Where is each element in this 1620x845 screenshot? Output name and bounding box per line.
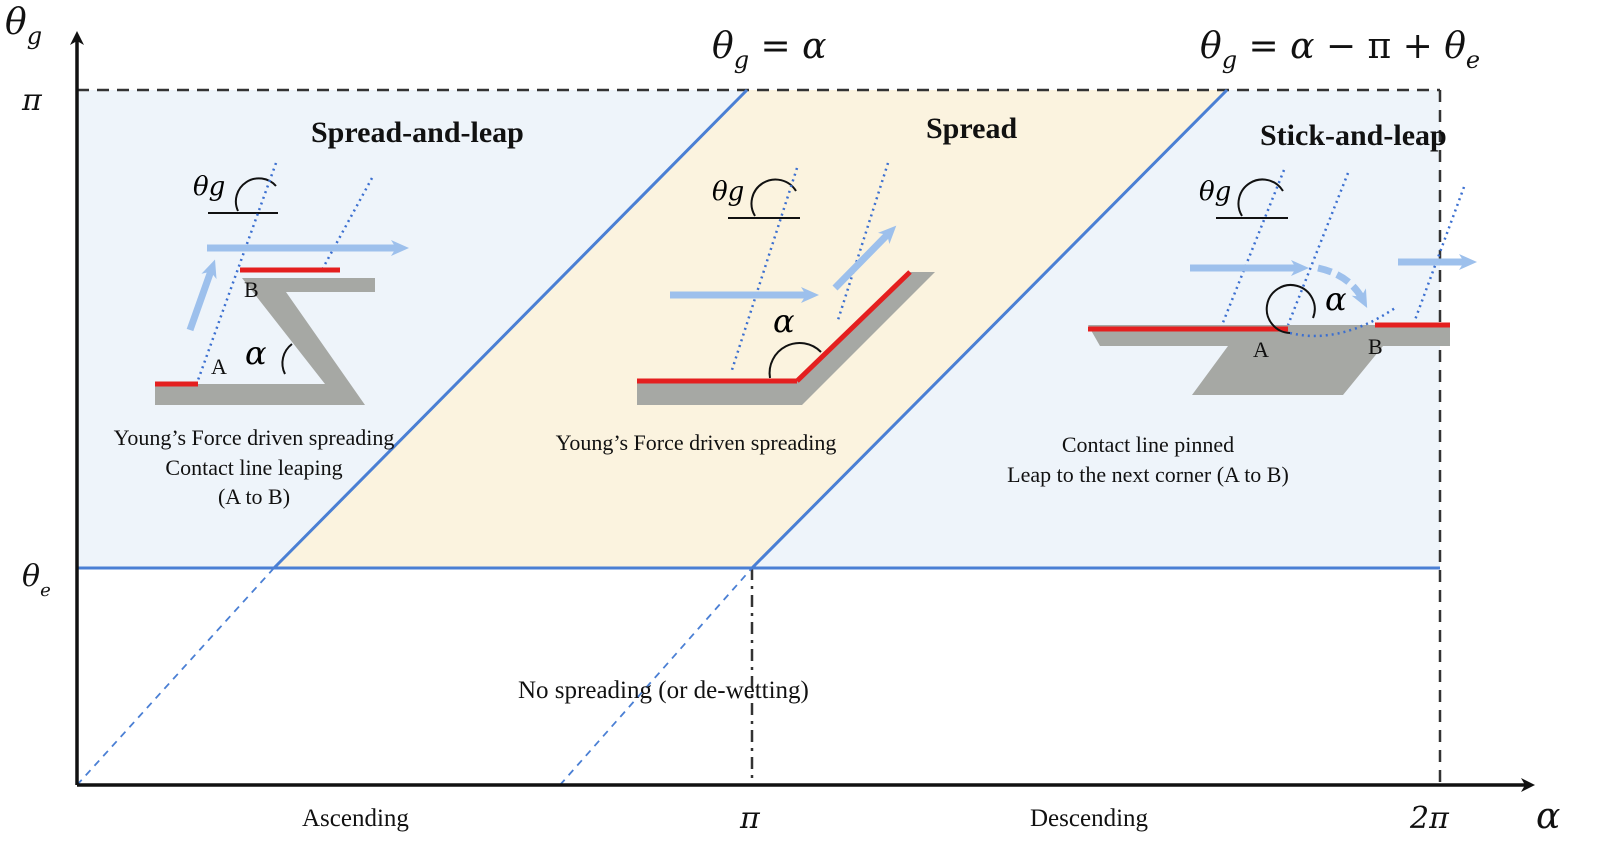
x-tick-two-pi: 2π xyxy=(1409,801,1450,836)
alpha-arc xyxy=(281,343,293,375)
point-label-a: A xyxy=(1253,337,1269,362)
caption-line: Contact line pinned xyxy=(1062,432,1234,457)
alpha-symbol: α xyxy=(245,334,267,372)
point-label-b: B xyxy=(244,277,259,302)
pinned-interface-dotted xyxy=(1289,306,1396,338)
region-spread-and-leap-fill xyxy=(77,90,747,568)
theta-g-symbol: θg xyxy=(1199,177,1231,207)
alpha-symbol: α xyxy=(773,302,795,340)
flow-arrow xyxy=(832,225,897,291)
caption-line: (A to B) xyxy=(218,484,290,509)
x-tick-pi: π xyxy=(739,801,761,836)
boundary-theta-g-eq-alpha xyxy=(272,88,749,570)
region-spread-fill xyxy=(274,90,1227,568)
flow-arrow xyxy=(186,259,217,332)
flow-arrow-curved xyxy=(1317,264,1368,308)
panel-spread-and-leap: θg B A α Young’s Force driven spreading … xyxy=(114,162,409,509)
theta-g-symbol: θg xyxy=(712,177,744,207)
x-region-ascending: Ascending xyxy=(302,805,409,832)
dotted-ref-line xyxy=(321,177,374,269)
surface-notch xyxy=(1088,325,1450,395)
boundary-label-2: θg = α − π + θe xyxy=(1200,26,1480,74)
panel-stick-and-leap: θg α A B Contact line pinned Leap to the… xyxy=(1007,169,1477,487)
angle-arc xyxy=(1237,178,1284,217)
alpha-arc xyxy=(1265,284,1316,334)
point-label-a: A xyxy=(211,354,227,379)
caption-line: Contact line leaping xyxy=(165,455,342,480)
alpha-arc xyxy=(768,342,822,379)
extension-dashed-2 xyxy=(559,567,753,786)
dotted-ref-line xyxy=(1220,169,1286,326)
panel-spread: θg α Young’s Force driven spreading xyxy=(556,162,935,455)
surface-z-shape xyxy=(155,278,375,405)
point-label-b: B xyxy=(1368,334,1383,359)
surface-bent xyxy=(637,272,935,405)
y-axis-label: θg xyxy=(5,2,42,50)
alpha-symbol: α xyxy=(1325,280,1347,318)
region-title-spread: Spread xyxy=(926,112,1017,145)
region-title-stick-and-leap: Stick-and-leap xyxy=(1260,119,1447,152)
y-tick-pi: π xyxy=(21,83,43,118)
y-tick-theta-e: θe xyxy=(22,559,51,601)
wetted-segment xyxy=(795,270,912,383)
caption-line: Young’s Force driven spreading xyxy=(556,430,837,455)
x-region-descending: Descending xyxy=(1030,805,1149,832)
boundary-label-1: θg = α xyxy=(712,26,826,74)
region-title-spread-and-leap: Spread-and-leap xyxy=(311,116,524,149)
extension-dashed-1 xyxy=(76,567,275,786)
caption-line: Leap to the next corner (A to B) xyxy=(1007,462,1289,487)
angle-arc xyxy=(750,178,797,217)
caption-line: Young’s Force driven spreading xyxy=(114,425,395,450)
region-title-no-spreading: No spreading (or de-wetting) xyxy=(518,677,809,704)
theta-g-symbol: θg xyxy=(193,172,225,202)
boundary-theta-g-eq-alpha-pi-theta-e xyxy=(750,88,1229,570)
x-axis-label: α xyxy=(1536,796,1560,837)
